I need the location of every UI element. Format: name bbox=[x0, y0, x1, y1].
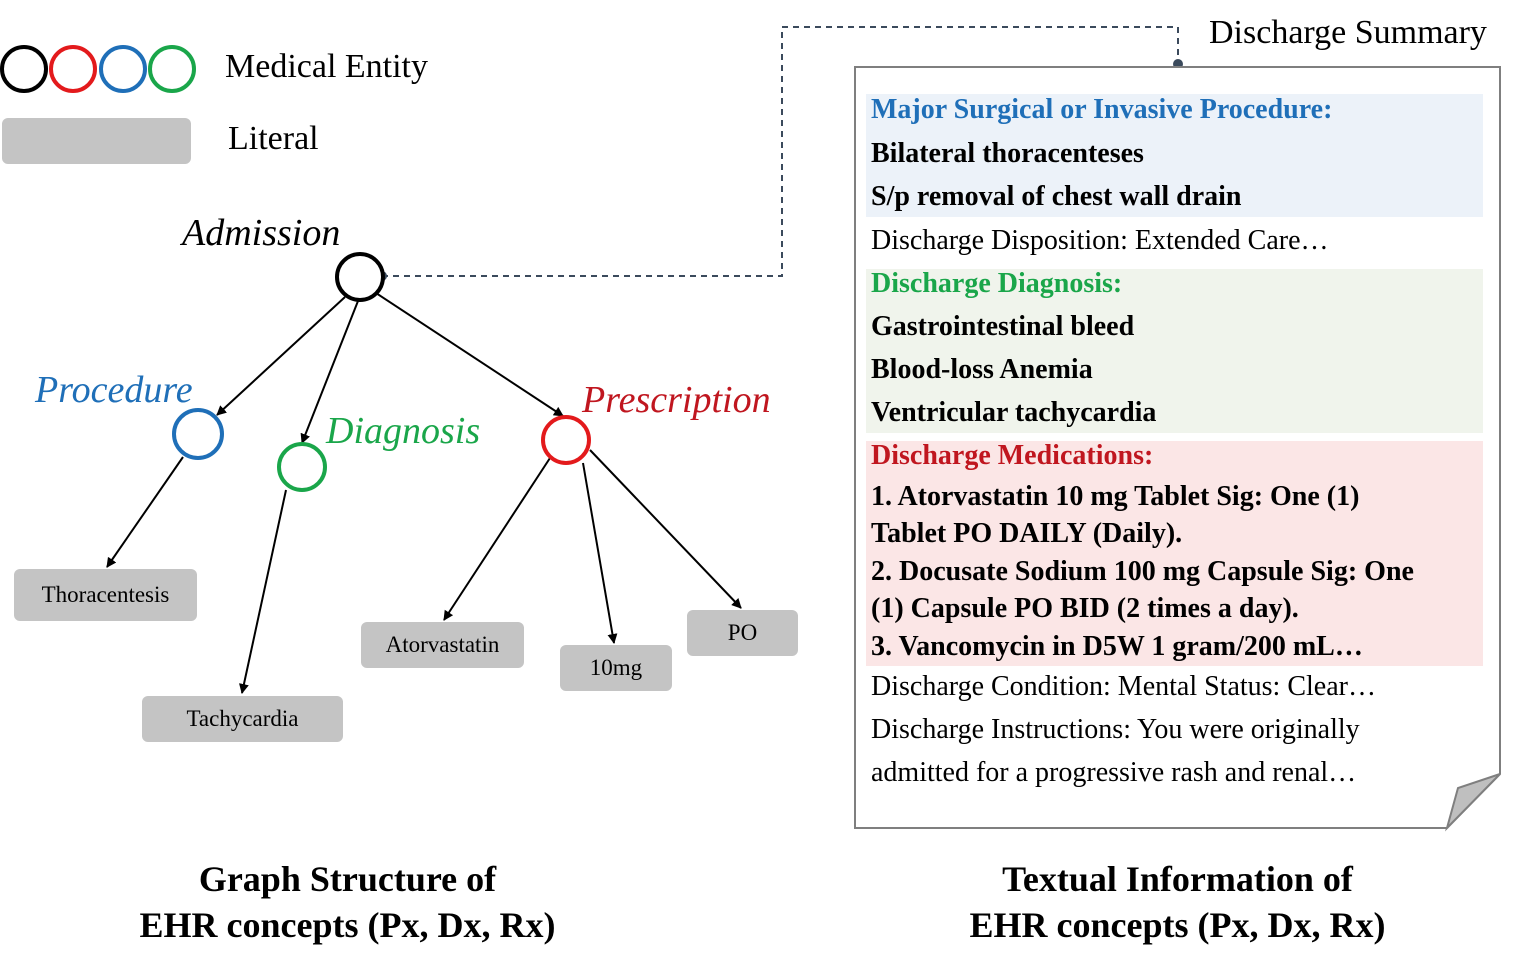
page-curl bbox=[1445, 773, 1501, 832]
dashed-connector bbox=[382, 26, 1179, 277]
legend-entity-circle-blue bbox=[99, 45, 147, 93]
label-prescription: Prescription bbox=[581, 379, 771, 421]
edge-prescription-po bbox=[589, 449, 742, 609]
node-diagnosis bbox=[277, 442, 327, 492]
medication-line: Tablet PO DAILY (Daily). bbox=[871, 518, 1183, 549]
discharge-instructions: Discharge Instructions: You were origina… bbox=[871, 714, 1360, 745]
node-prescription bbox=[541, 415, 591, 465]
diagnosis-band bbox=[866, 269, 1483, 433]
medications-band bbox=[866, 441, 1483, 666]
procedure-band bbox=[866, 94, 1483, 217]
procedure-item: Bilateral thoracenteses bbox=[871, 138, 1144, 169]
caption-left-line: Graph Structure of bbox=[198, 859, 497, 899]
legend-entity-label: Medical Entity bbox=[225, 48, 429, 85]
legend-entity-circle-green bbox=[148, 45, 196, 93]
edge-diagnosis-tachycardia bbox=[239, 489, 287, 694]
label-admission: Admission bbox=[179, 212, 340, 254]
discharge-condition: Discharge Condition: Mental Status: Clea… bbox=[871, 671, 1376, 702]
edge-procedure-thoracentesis bbox=[106, 456, 184, 568]
literal-tachycardia: Tachycardia bbox=[142, 696, 343, 742]
caption-right: Textual Information of EHR concepts (Px,… bbox=[930, 856, 1425, 948]
literal-thoracentesis: Thoracentesis bbox=[14, 569, 197, 621]
caption-left-line: EHR concepts (Px, Dx, Rx) bbox=[139, 905, 556, 945]
label-diagnosis: Diagnosis bbox=[325, 410, 480, 452]
literal-po: PO bbox=[687, 610, 798, 656]
medication-line: 2. Docusate Sodium 100 mg Capsule Sig: O… bbox=[871, 556, 1414, 587]
legend-entity-circle-black bbox=[0, 45, 48, 93]
medication-line: (1) Capsule PO BID (2 times a day). bbox=[871, 593, 1299, 624]
literal-atorvastatin: Atorvastatin bbox=[361, 622, 524, 668]
diagnosis-item: Ventricular tachycardia bbox=[871, 397, 1157, 428]
medication-line: 1. Atorvastatin 10 mg Tablet Sig: One (1… bbox=[871, 481, 1360, 512]
discharge-summary-title: Discharge Summary bbox=[1209, 14, 1487, 51]
diagnosis-item: Gastrointestinal bleed bbox=[871, 311, 1135, 342]
caption-right-line: EHR concepts (Px, Dx, Rx) bbox=[969, 905, 1386, 945]
caption-right-line: Textual Information of bbox=[1002, 859, 1353, 899]
procedure-heading: Major Surgical or Invasive Procedure: bbox=[871, 94, 1333, 125]
legend-literal-label: Literal bbox=[228, 120, 319, 157]
medication-line: 3. Vancomycin in D5W 1 gram/200 mL… bbox=[871, 631, 1363, 662]
label-procedure: Procedure bbox=[34, 369, 193, 411]
caption-left: Graph Structure of EHR concepts (Px, Dx,… bbox=[100, 856, 595, 948]
edge-prescription-atorvastatin bbox=[443, 457, 551, 621]
edge-admission-diagnosis bbox=[300, 300, 359, 444]
discharge-disposition: Discharge Disposition: Extended Care… bbox=[871, 225, 1329, 256]
edge-prescription-10mg bbox=[582, 462, 618, 644]
legend-literal-box bbox=[2, 118, 191, 164]
edge-admission-prescription bbox=[375, 292, 564, 417]
node-procedure bbox=[172, 408, 224, 460]
diagnosis-heading: Discharge Diagnosis: bbox=[871, 268, 1123, 299]
node-admission bbox=[335, 252, 385, 302]
discharge-instructions: admitted for a progressive rash and rena… bbox=[871, 757, 1357, 788]
edge-admission-procedure bbox=[216, 296, 346, 416]
diagnosis-item: Blood-loss Anemia bbox=[871, 354, 1093, 385]
procedure-item: S/p removal of chest wall drain bbox=[871, 181, 1242, 212]
literal-10mg: 10mg bbox=[560, 645, 672, 691]
legend-entity-circle-red bbox=[49, 45, 97, 93]
medications-heading: Discharge Medications: bbox=[871, 440, 1154, 471]
